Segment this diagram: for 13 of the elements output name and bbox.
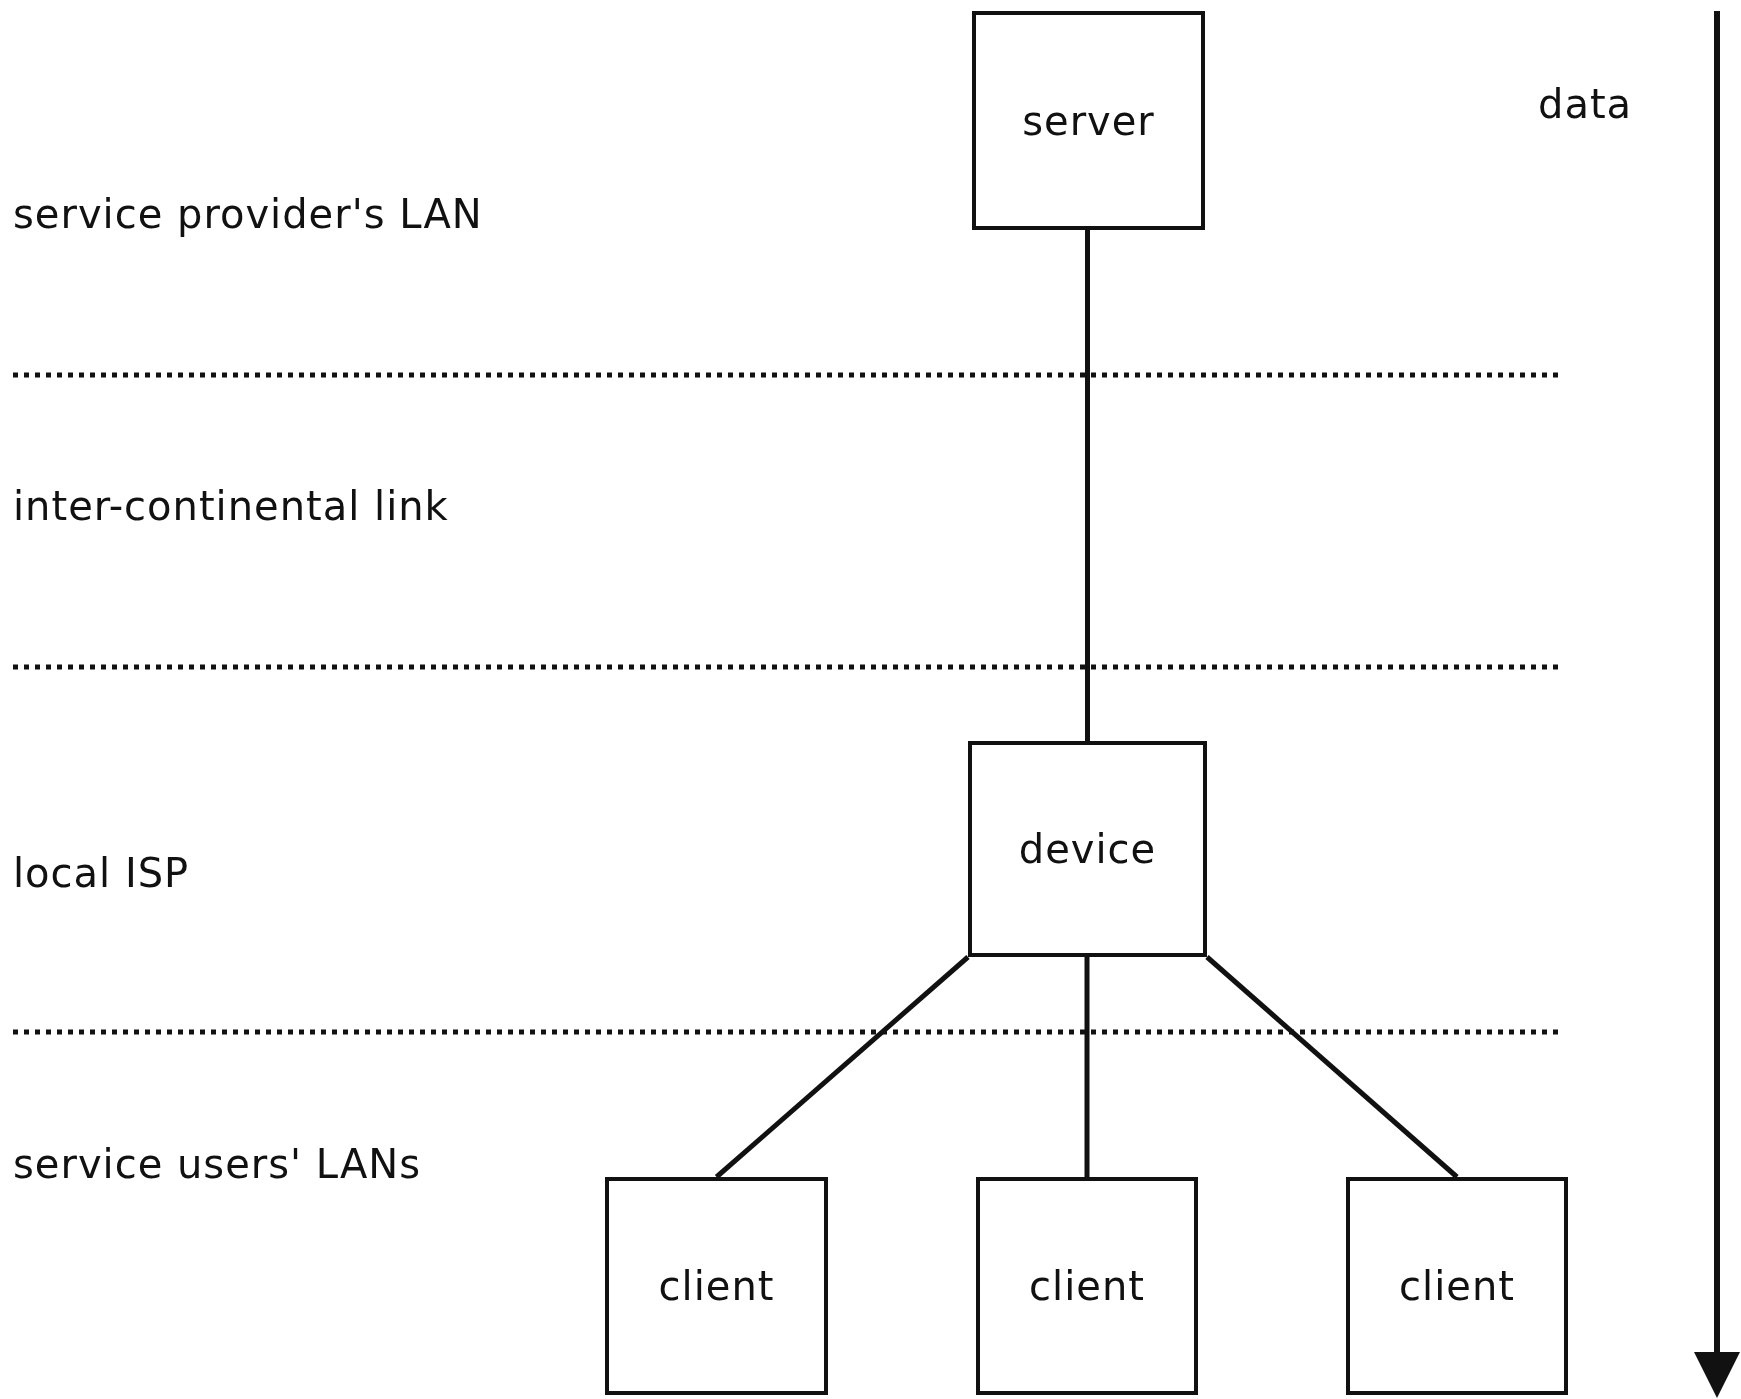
layer-label: service users' LANs <box>13 1144 422 1184</box>
process-box: server <box>972 11 1205 230</box>
layer-label: local ISP <box>13 853 190 893</box>
process-box: client <box>1346 1177 1568 1395</box>
connector-line <box>714 955 970 1179</box>
connector-line <box>1084 957 1090 1177</box>
process-box: client <box>976 1177 1198 1395</box>
connector-line <box>1205 955 1459 1179</box>
direction-label: data <box>1538 84 1633 124</box>
connector-line <box>1085 230 1090 741</box>
layer-label: inter-continental link <box>13 486 449 526</box>
process-box: client <box>605 1177 828 1395</box>
process-box: device <box>968 741 1207 957</box>
